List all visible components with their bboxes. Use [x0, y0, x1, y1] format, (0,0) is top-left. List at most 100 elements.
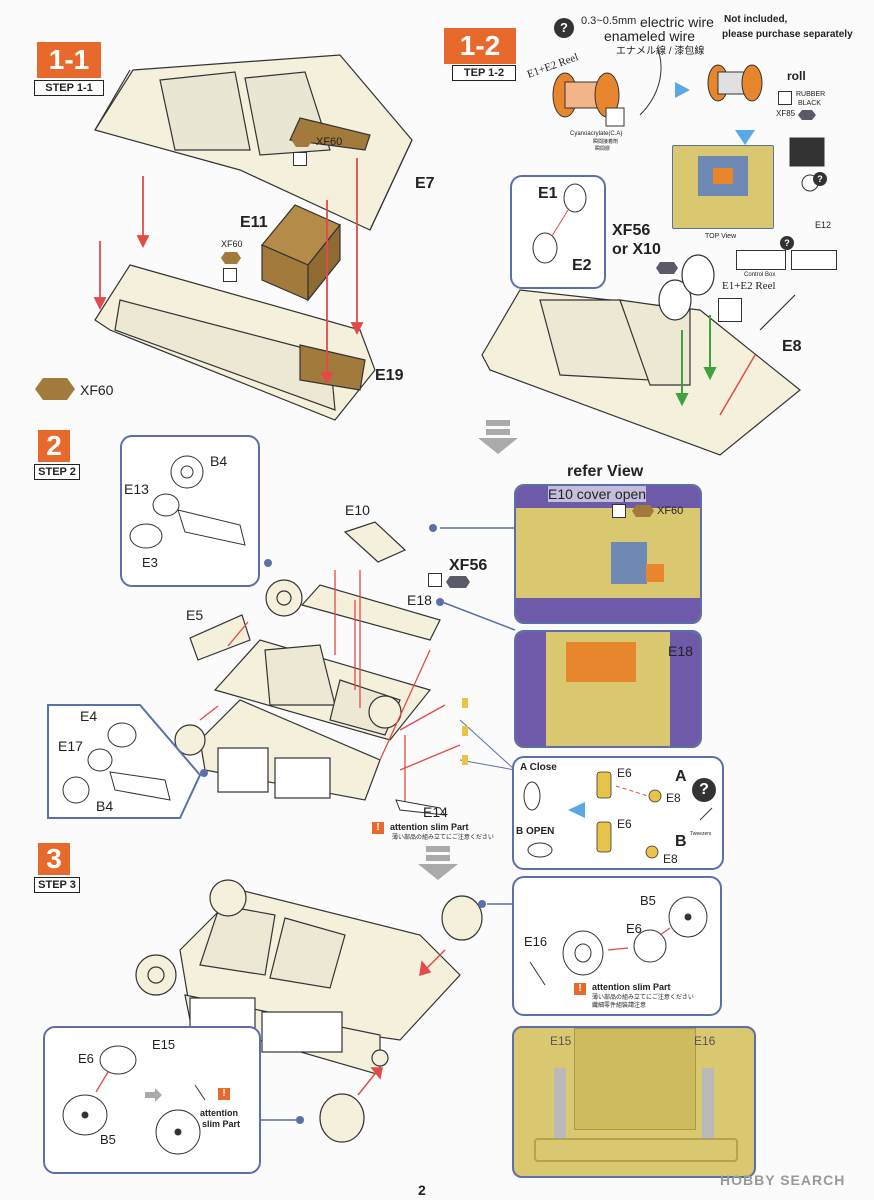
label-a: A	[675, 768, 687, 785]
label-e2: E2	[572, 257, 592, 274]
watermark: HOBBY SEARCH	[720, 1172, 846, 1188]
step-1-1-number: 1-1	[37, 42, 101, 78]
label-a-close: A Close	[520, 762, 557, 773]
paint-brush-icon-photo	[612, 504, 626, 518]
roll-label: roll	[787, 69, 806, 83]
warning-icon-step2: !	[372, 822, 384, 834]
purchase-separately: please purchase separately	[722, 29, 853, 40]
question-icon-wire: ?	[554, 18, 574, 38]
label-e8-b: E8	[663, 852, 678, 866]
control-box-label: Control Box	[744, 272, 776, 278]
e1-e2-detail-box	[510, 175, 606, 289]
xf60-hex-upper	[292, 135, 312, 147]
label-xf60-photo: XF60	[657, 505, 684, 517]
label-or-x10: or X10	[612, 241, 661, 258]
warning-icon-step3-right: !	[574, 983, 586, 995]
step-2-number: 2	[38, 430, 70, 462]
wire-jp: エナメル線 / 漆包線	[616, 46, 705, 57]
label-b4-b: B4	[96, 798, 114, 814]
paint-brush-icon-upper	[293, 152, 307, 166]
label-e10: E10	[345, 502, 370, 518]
xf60-icon	[221, 252, 241, 264]
warning-icon-step3-left: !	[218, 1088, 230, 1100]
label-e18: E18	[407, 592, 432, 608]
attention-slim-step2: attention slim Part	[390, 822, 469, 832]
label-e14: E14	[423, 804, 448, 820]
black-label: BLACK	[798, 100, 821, 107]
not-included: Not included,	[724, 14, 788, 25]
label-e3: E3	[142, 555, 158, 570]
glue-label: Cyanoacrylate(C.A)	[570, 131, 623, 137]
no-glue-icon	[718, 298, 742, 322]
top-view-photo	[672, 145, 774, 229]
refer-view-title: refer View	[567, 463, 644, 480]
paint-brush-icon	[223, 268, 237, 282]
label-e18-photo: E18	[668, 643, 693, 659]
step-2-caption: STEP 2	[34, 464, 80, 480]
xf60-legend-hex	[35, 378, 75, 400]
label-e8-a: E8	[666, 791, 681, 805]
attention-slim-step3-jp1: 薄い部品の組み立てにご注意ください	[592, 995, 694, 1001]
rear-view-photo	[512, 1026, 756, 1178]
label-e17: E17	[58, 738, 83, 754]
down-arrow-step2	[418, 846, 458, 880]
label-b-open: B OPEN	[516, 826, 555, 837]
attention-label: attention	[200, 1108, 238, 1118]
attention-slim-step3: attention slim Part	[592, 982, 671, 992]
xf85-label: XF85	[776, 109, 796, 118]
step-1-1-caption: STEP 1-1	[34, 80, 104, 96]
wire-enameled: enameled wire	[604, 28, 696, 44]
down-arrow-step1	[478, 420, 518, 454]
label-e16-photo: E16	[694, 1034, 716, 1048]
label-e11: E11	[240, 214, 268, 231]
label-e6-a: E6	[617, 766, 632, 780]
label-xf60-small: XF60	[221, 239, 243, 249]
attention-slim-step3-jp2: 纖細零件組裝請注意	[592, 1003, 647, 1009]
label-xf60-legend: XF60	[80, 382, 114, 398]
tweezers-label: Tweezers	[690, 831, 712, 837]
label-e15: E15	[152, 1037, 176, 1052]
label-xf56-b: XF56	[449, 557, 488, 574]
refer-photo-cover-open	[514, 484, 702, 624]
label-e13: E13	[124, 481, 149, 497]
question-icon-battery: ?	[813, 172, 827, 186]
glue-jp1: 瞬間接着剤	[593, 139, 619, 145]
top-view-label: TOP View	[705, 233, 737, 240]
label-e8: E8	[782, 338, 802, 355]
label-b5-b: B5	[100, 1132, 116, 1147]
slim-part-label: slim Part	[202, 1119, 241, 1129]
paint-brush-icon-rubber	[778, 91, 792, 105]
question-icon-hinge: ?	[692, 778, 716, 802]
reel-label-2: E1+E2 Reel	[722, 280, 776, 292]
xf56-hex-1-2	[656, 262, 678, 274]
label-e19: E19	[375, 367, 404, 384]
step-1-2-number: 1-2	[444, 28, 516, 64]
label-xf60-upper: XF60	[316, 136, 343, 148]
label-e6-d: E6	[78, 1051, 94, 1066]
xf56-hex-step2	[446, 576, 470, 588]
label-cover-open: E10 cover open	[548, 486, 647, 502]
label-e5: E5	[186, 607, 204, 623]
label-b4-a: B4	[210, 453, 228, 469]
wire-electric: electric wire	[640, 14, 714, 30]
page-number: 2	[418, 1182, 426, 1198]
step-1-2-caption: TEP 1-2	[452, 65, 516, 81]
label-xf56: XF56	[612, 222, 651, 239]
rubber-label: RUBBER	[796, 91, 826, 98]
glue-jp2: 瞬間膠	[595, 146, 611, 152]
control-box-a	[736, 250, 786, 270]
label-e1: E1	[538, 185, 558, 202]
label-e6-c: E6	[626, 921, 642, 936]
attention-slim-step2-jp: 薄い部品の組み立てにご注意ください	[392, 835, 494, 841]
label-e7: E7	[415, 175, 435, 192]
label-e6-b: E6	[617, 817, 632, 831]
